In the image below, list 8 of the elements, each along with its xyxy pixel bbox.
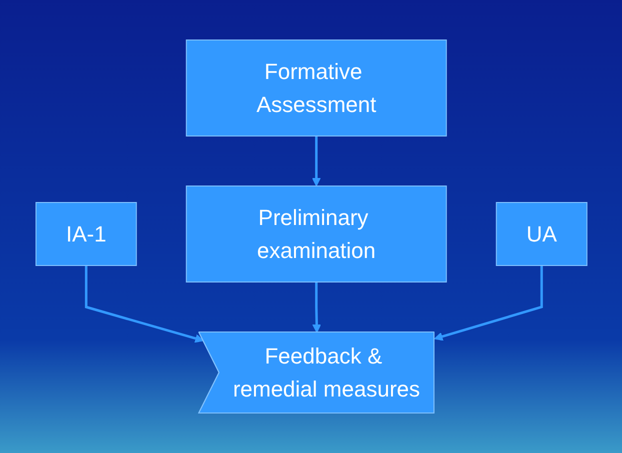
arrow: [434, 266, 542, 341]
arrow: [312, 136, 320, 186]
node-box: IA-1: [35, 202, 136, 266]
node-box: UA: [495, 202, 587, 266]
node-box: Formative Assessment: [185, 40, 446, 136]
arrow: [84, 266, 204, 343]
node-box: Preliminary examination: [185, 186, 446, 282]
arrow: [312, 282, 321, 333]
